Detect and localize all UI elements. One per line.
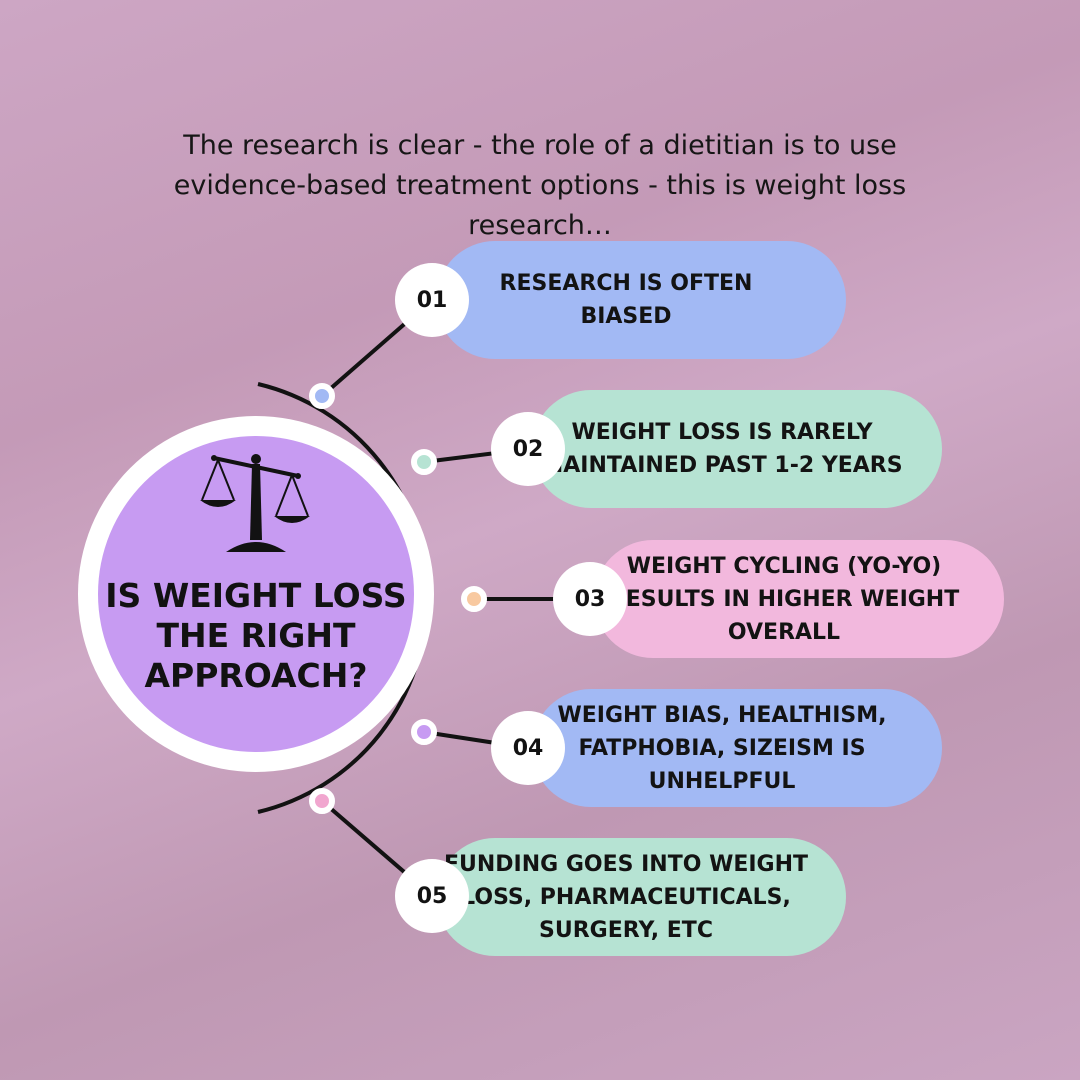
item-number-03: 03 xyxy=(553,562,627,636)
item-pill-03: WEIGHT CYCLING (YO-YO) RESULTS IN HIGHER … xyxy=(594,540,1004,658)
item-03-line-1: WEIGHT CYCLING (YO-YO) xyxy=(626,553,942,579)
item-pill-05: FUNDING GOES INTO WEIGHT LOSS, PHARMACEUT… xyxy=(436,838,846,956)
item-number-05: 05 xyxy=(395,859,469,933)
item-05-line-2: LOSS, PHARMACEUTICALS, xyxy=(461,884,791,910)
balance-scale-icon xyxy=(200,454,310,552)
item-02-line-1: WEIGHT LOSS IS RARELY xyxy=(571,420,873,445)
item-pill-04: WEIGHT BIAS, HEALTHISM, FATPHOBIA, SIZEIS… xyxy=(532,689,942,807)
item-pill-01: RESEARCH IS OFTEN BIASED xyxy=(436,241,846,359)
item-01-line-2: BIASED xyxy=(580,304,672,329)
arc-dot-02 xyxy=(411,449,437,475)
item-number-01: 01 xyxy=(395,263,469,337)
arc-dot-04 xyxy=(411,719,437,745)
item-05-line-3: SURGERY, ETC xyxy=(539,917,713,943)
item-03-line-3: OVERALL xyxy=(727,619,841,645)
item-pill-02: WEIGHT LOSS IS RARELY MAINTAINED PAST 1-2… xyxy=(532,390,942,508)
center-title: IS WEIGHT LOSS THE RIGHT APPROACH? xyxy=(105,576,407,695)
item-02-line-2: MAINTAINED PAST 1-2 YEARS xyxy=(541,453,903,478)
item-04-line-3: UNHELPFUL xyxy=(648,768,796,794)
arc-dot-05 xyxy=(309,788,335,814)
item-04-line-2: FATPHOBIA, SIZEISM IS xyxy=(578,735,866,761)
item-number-04: 04 xyxy=(491,711,565,785)
item-04-line-1: WEIGHT BIAS, HEALTHISM, xyxy=(557,702,887,728)
item-05-line-1: FUNDING GOES INTO WEIGHT xyxy=(443,851,809,877)
arc-dot-03 xyxy=(461,586,487,612)
arc-dot-01 xyxy=(309,383,335,409)
item-03-line-2: RESULTS IN HIGHER WEIGHT xyxy=(608,586,960,612)
intro-text: The research is clear - the role of a di… xyxy=(173,130,907,241)
item-number-02: 02 xyxy=(491,412,565,486)
item-01-line-1: RESEARCH IS OFTEN xyxy=(499,271,753,296)
